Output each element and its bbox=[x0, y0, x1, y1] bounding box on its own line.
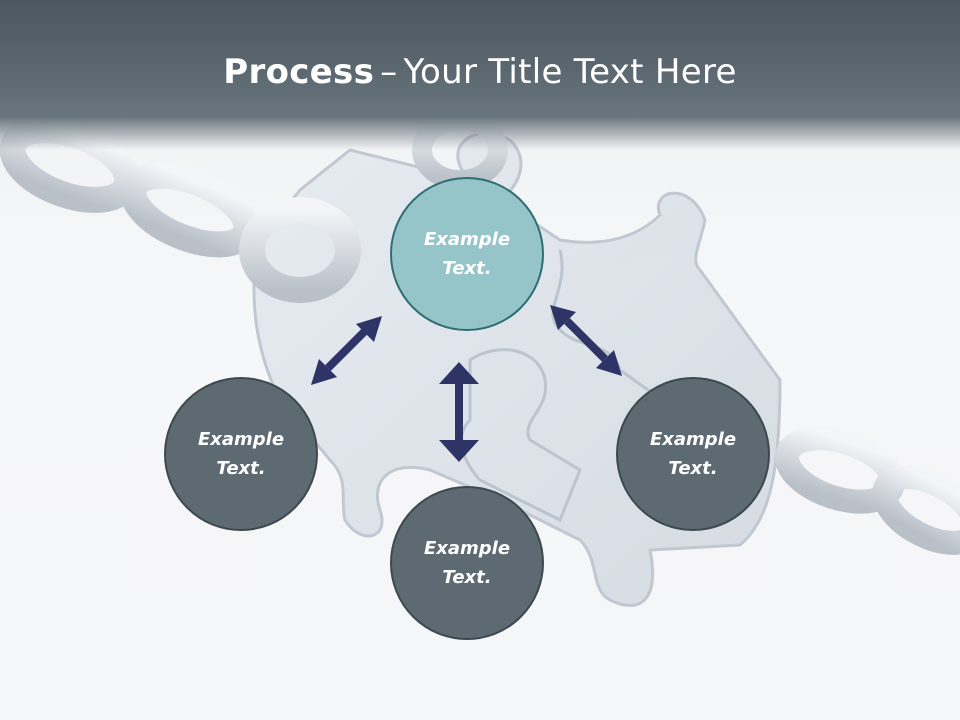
process-node-left: Example Text. bbox=[164, 377, 318, 531]
node-text: Example Text. bbox=[423, 229, 511, 279]
chain-bottom-right bbox=[774, 426, 960, 555]
title-bar bbox=[0, 0, 960, 150]
process-node-top: Example Text. bbox=[390, 177, 544, 331]
arrows bbox=[311, 305, 622, 462]
arrow-top-left-icon bbox=[311, 316, 382, 385]
process-node-right: Example Text. bbox=[616, 377, 770, 531]
title-rest: Your Title Text Here bbox=[403, 52, 737, 92]
title-separator: – bbox=[380, 52, 398, 92]
node-text: Example Text. bbox=[197, 429, 285, 479]
arrow-top-right-icon bbox=[550, 305, 622, 376]
node-text: Example Text. bbox=[423, 538, 511, 588]
node-text: Example Text. bbox=[649, 429, 737, 479]
slide-title: Process–Your Title Text Here bbox=[0, 52, 960, 92]
title-bold: Process bbox=[223, 52, 375, 92]
arrow-vertical-icon bbox=[439, 362, 479, 462]
process-node-bottom: Example Text. bbox=[390, 486, 544, 640]
